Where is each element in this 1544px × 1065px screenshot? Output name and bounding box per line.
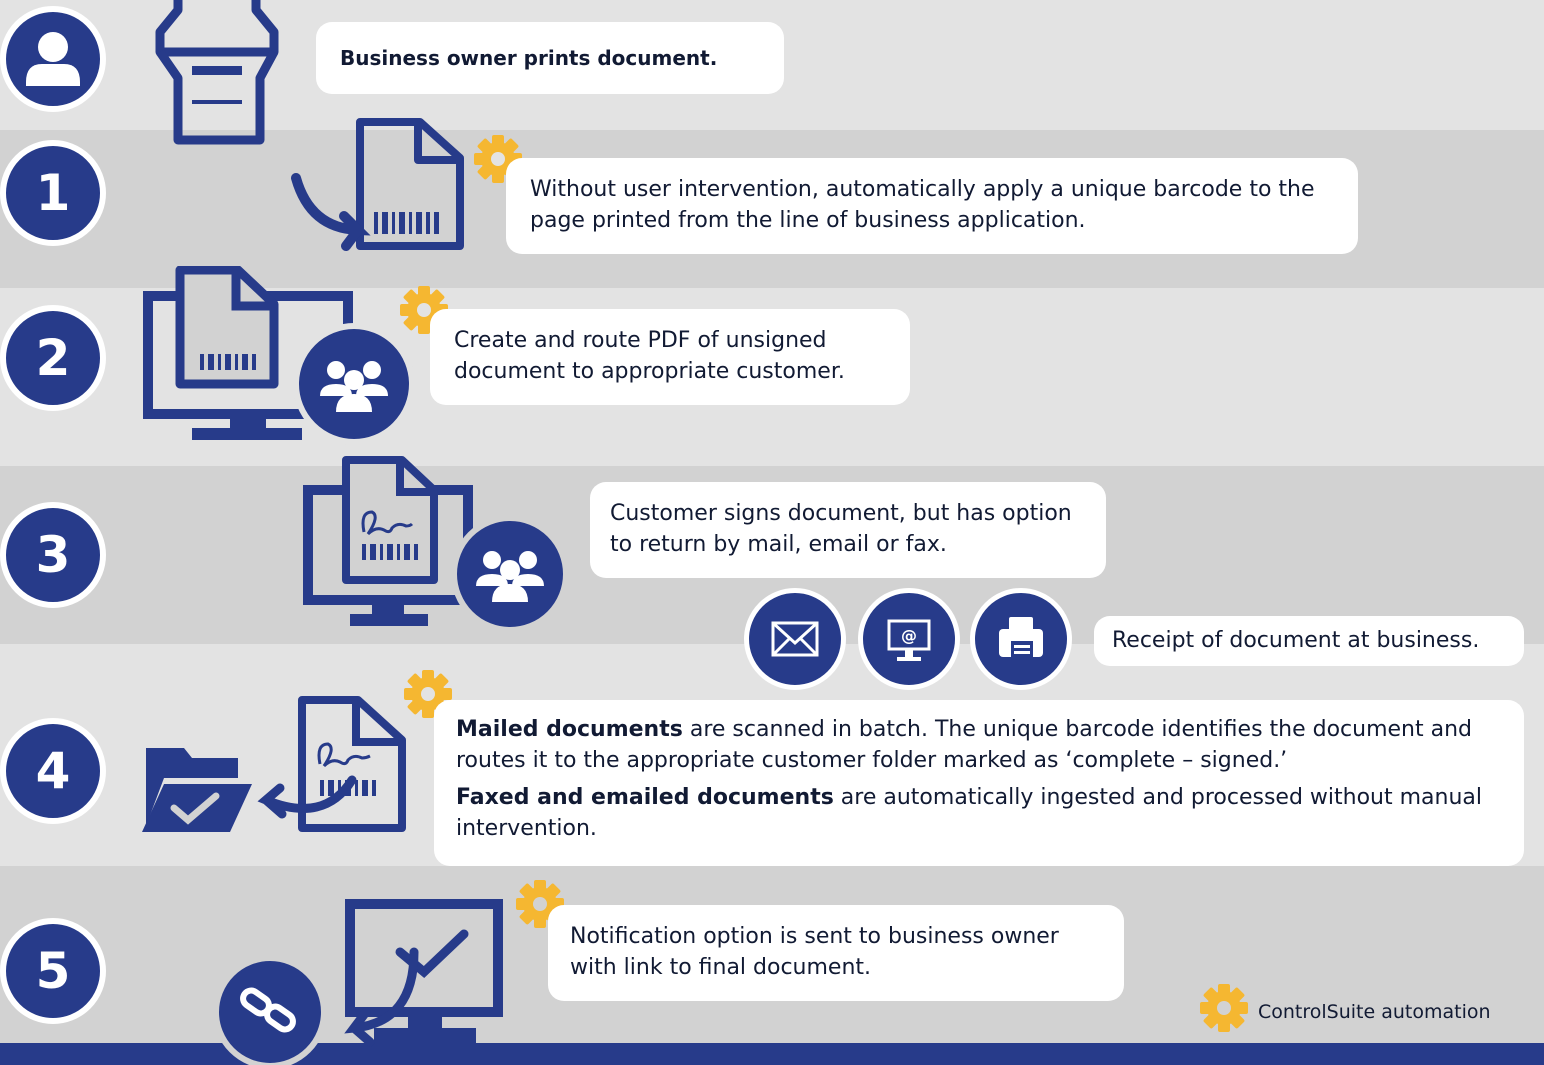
email-icon: @ <box>858 588 960 690</box>
svg-text:@: @ <box>901 626 917 645</box>
barcode-document-icon <box>291 118 464 251</box>
mailed-text: are scanned in batch. The unique barcode… <box>456 717 1472 773</box>
faxed-bold: Faxed and emailed documents <box>456 785 834 810</box>
step-number-badge: 4 <box>0 718 106 824</box>
step-number-badge: 3 <box>0 502 106 608</box>
step-number-badge: 1 <box>0 140 106 246</box>
legend-label: ControlSuite automation <box>1258 1001 1491 1023</box>
fax-icon <box>970 588 1072 690</box>
user-icon <box>0 6 106 112</box>
step-callout: Without user intervention, automatically… <box>506 158 1358 254</box>
printer-icon <box>155 0 279 145</box>
computer-document-icon <box>143 266 415 445</box>
step-callout: Mailed documents are scanned in batch. T… <box>434 700 1524 866</box>
step-number-badge: 5 <box>0 918 106 1024</box>
folder-document-icon <box>142 696 406 832</box>
faxed-paragraph: Faxed and emailed documents are automati… <box>456 782 1502 844</box>
monitor-check-icon <box>214 899 503 1065</box>
gear-icon <box>404 670 452 718</box>
step-callout: Create and route PDF of unsigned documen… <box>430 309 910 405</box>
step-callout: Business owner prints document. <box>316 22 784 94</box>
mailed-paragraph: Mailed documents are scanned in batch. T… <box>456 714 1502 776</box>
signed-document-computer-icon <box>303 456 569 633</box>
footer-bar <box>0 1043 1544 1065</box>
gear-icon <box>1200 984 1248 1032</box>
receipt-callout: Receipt of document at business. <box>1094 616 1524 666</box>
step-number-badge: 2 <box>0 305 106 411</box>
step-callout: Customer signs document, but has option … <box>590 482 1106 578</box>
mail-icon <box>744 588 846 690</box>
step-callout: Notification option is sent to business … <box>548 905 1124 1001</box>
mailed-bold: Mailed documents <box>456 717 683 742</box>
faxed-text: are automatically ingested and processed… <box>456 785 1482 841</box>
